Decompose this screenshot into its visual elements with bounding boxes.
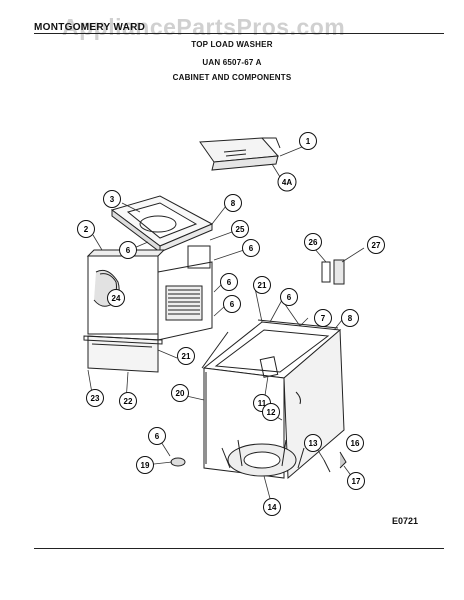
diagram-code: E0721 [392,516,419,526]
svg-text:25: 25 [236,225,245,234]
svg-text:8: 8 [231,199,236,208]
callout-bubble[interactable]: 6 [119,241,137,259]
callout-bubble[interactable]: 17 [347,472,365,490]
callout-bubble[interactable]: 16 [346,434,364,452]
callout-bubble[interactable]: 21 [253,276,271,294]
svg-text:23: 23 [91,394,100,403]
svg-text:6: 6 [249,244,254,253]
svg-text:16: 16 [351,439,360,448]
callout-bubble[interactable]: 13 [304,434,322,452]
svg-text:21: 21 [182,352,191,361]
svg-text:6: 6 [230,300,235,309]
callout-bubble[interactable]: 7 [314,309,332,327]
svg-text:26: 26 [309,238,318,247]
callout-bubble[interactable]: 20 [171,384,189,402]
svg-text:11: 11 [258,399,267,408]
svg-text:6: 6 [227,278,232,287]
callout-bubble[interactable]: 14 [263,498,281,516]
front-panel-part[interactable] [86,249,166,335]
callout-bubble[interactable]: 2 [77,220,95,238]
callout-bubble[interactable]: 12 [262,403,280,421]
callout-bubble[interactable]: 21 [177,347,195,365]
callout-bubble[interactable]: 6 [223,295,241,313]
svg-text:20: 20 [176,389,185,398]
callout-group: 1 4A 3 8 25 2 6 6 6 24 6 21 6 26 27 7 8 … [77,132,385,516]
svg-text:14: 14 [268,503,277,512]
callout-bubble[interactable]: 8 [341,309,359,327]
svg-text:2: 2 [84,225,89,234]
callout-bubble[interactable]: 1 [299,132,317,150]
callout-bubble[interactable]: 6 [280,288,298,306]
svg-text:8: 8 [348,314,353,323]
callout-bubble[interactable]: 4A [277,172,297,192]
callout-bubble[interactable]: 27 [367,236,385,254]
svg-text:17: 17 [352,477,361,486]
brand-name: MONTGOMERY WARD [34,22,146,33]
watermark: AppliancePartsPros.com [62,14,346,40]
svg-text:6: 6 [155,432,160,441]
callout-bubble[interactable]: 24 [107,289,125,307]
svg-text:12: 12 [267,408,276,417]
small-hardware-parts [170,259,347,473]
svg-text:3: 3 [110,195,115,204]
callout-bubble[interactable]: 3 [103,190,121,208]
footer-rule [34,548,444,549]
callout-bubble[interactable]: 26 [304,233,322,251]
svg-text:24: 24 [112,294,121,303]
svg-text:27: 27 [372,241,381,250]
rear-panel-part[interactable] [157,245,213,341]
svg-text:7: 7 [321,314,326,323]
product-title: TOP LOAD WASHER [191,40,273,49]
section-title: CABINET AND COMPONENTS [172,73,292,82]
svg-text:22: 22 [124,397,133,406]
callout-bubble[interactable]: 23 [86,389,104,407]
callout-bubble[interactable]: 6 [220,273,238,291]
callout-bubble[interactable]: 25 [231,220,249,238]
callout-bubble[interactable]: 6 [242,239,260,257]
console-part[interactable] [199,137,281,171]
header-rule-top [34,33,444,34]
svg-text:6: 6 [126,246,131,255]
callout-bubble[interactable]: 22 [119,392,137,410]
svg-text:4A: 4A [282,178,292,187]
cabinet-part[interactable] [202,321,345,480]
svg-text:13: 13 [309,439,318,448]
callout-bubble[interactable]: 8 [224,194,242,212]
model-number: UAN 6507-67 A [202,58,262,67]
top-frame-part[interactable] [110,195,214,253]
svg-text:19: 19 [141,461,150,470]
svg-text:6: 6 [287,293,292,302]
svg-text:1: 1 [306,137,311,146]
svg-text:21: 21 [258,281,267,290]
callout-bubble[interactable]: 19 [136,456,154,474]
toe-panel-part[interactable] [87,335,159,373]
callout-bubble[interactable]: 6 [148,427,166,445]
